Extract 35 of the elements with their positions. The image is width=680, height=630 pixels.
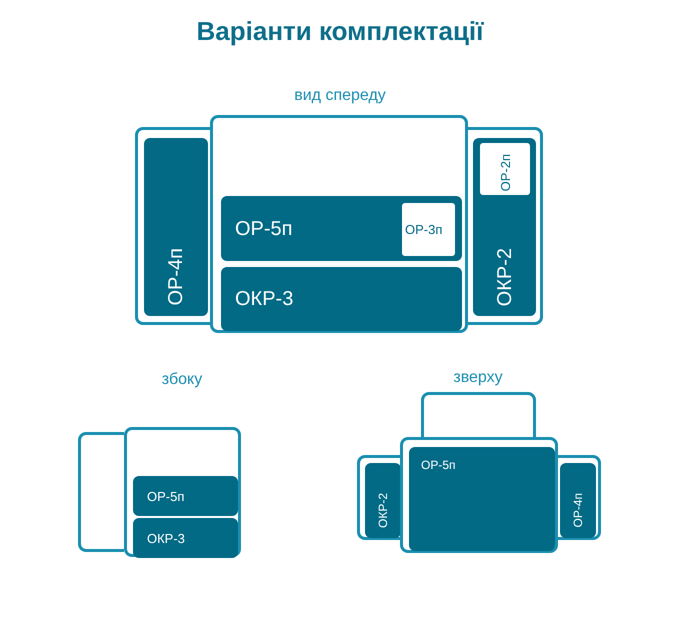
module-block xyxy=(221,267,462,331)
housing-outline xyxy=(135,127,210,325)
title: Варіанти комплектації xyxy=(196,16,485,47)
module-label: ОР-5п xyxy=(421,459,456,471)
module-label: ОР-4п xyxy=(572,493,584,528)
module-block xyxy=(402,203,455,256)
module-block xyxy=(365,463,401,538)
housing-outline xyxy=(558,455,601,540)
module-label: ОКР-2 xyxy=(377,493,389,528)
view-label: вид спереду xyxy=(293,87,387,105)
housing-outline xyxy=(357,455,400,540)
view-label: зверху xyxy=(452,369,504,387)
module-block xyxy=(221,196,462,261)
module-label: ОКР-3 xyxy=(147,532,185,544)
housing-outline xyxy=(78,432,124,552)
module-label: ОКР-3 xyxy=(235,289,294,309)
module-block xyxy=(133,476,238,516)
module-label: ОР-3п xyxy=(405,223,442,236)
view-label: збоку xyxy=(160,371,204,389)
housing-outline xyxy=(468,127,543,325)
module-block xyxy=(480,143,530,195)
module-block xyxy=(560,463,596,538)
housing-outline xyxy=(210,115,468,333)
module-block xyxy=(144,138,208,316)
housing-outline xyxy=(400,437,558,553)
module-block xyxy=(133,518,238,558)
housing-outline xyxy=(421,392,536,437)
module-label: ОР-4п xyxy=(166,248,186,306)
module-label: ОР-2п xyxy=(498,154,512,191)
module-label: ОР-5п xyxy=(235,218,293,238)
module-label: ОР-5п xyxy=(147,490,184,502)
module-block xyxy=(409,447,555,551)
module-label: ОКР-2 xyxy=(494,248,514,306)
module-block xyxy=(473,138,536,316)
housing-outline xyxy=(124,427,241,557)
